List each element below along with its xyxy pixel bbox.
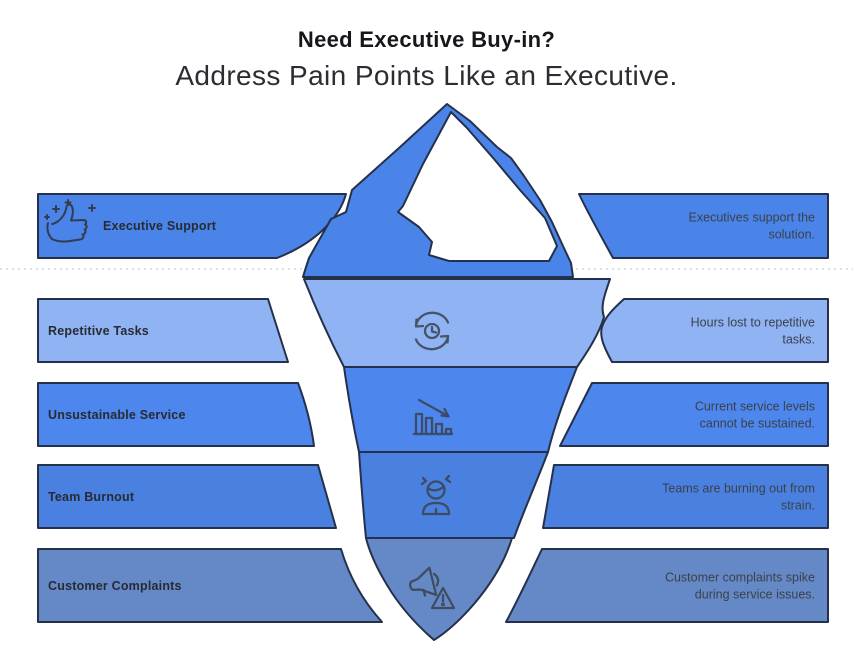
band-label: Repetitive Tasks	[48, 324, 149, 338]
band-label: Unsustainable Service	[48, 408, 186, 422]
stressed-person-icon	[420, 474, 452, 516]
thumbs-up-sparkles-icon	[44, 199, 96, 243]
band-right-customer-complaints	[505, 548, 829, 623]
band-label: Customer Complaints	[48, 579, 182, 593]
band-left-executive-support	[37, 193, 347, 259]
megaphone-alert-icon	[408, 566, 456, 610]
iceberg-band-team-burnout	[358, 451, 549, 539]
page-title: Need Executive Buy-in?	[297, 27, 556, 52]
band-right-executive-support	[578, 193, 829, 259]
declining-bar-chart-icon	[412, 398, 454, 436]
band-left-repetitive-tasks	[37, 298, 289, 363]
band-left-unsustainable-service	[37, 382, 315, 447]
band-right-repetitive-tasks	[600, 298, 829, 363]
band-description: Hours lost to repetitive tasks.	[690, 315, 815, 347]
band-description: Executives support the solution.	[688, 210, 815, 242]
band-label: Team Burnout	[48, 490, 135, 504]
page-subtitle: Address Pain Points Like an Executive.	[175, 60, 678, 91]
band-description: Teams are burning out from strain.	[662, 481, 815, 513]
iceberg-band-repetitive-tasks	[303, 278, 611, 368]
band-description: Customer complaints spike during service…	[664, 570, 815, 602]
band-left-team-burnout	[37, 464, 337, 529]
band-description: Current service levels cannot be sustain…	[694, 399, 815, 431]
band-right-unsustainable-service	[559, 382, 829, 447]
iceberg-band-unsustainable-service	[343, 366, 578, 453]
iceberg-peak-facet	[397, 111, 558, 262]
band-left-customer-complaints	[37, 548, 383, 623]
iceberg-bottom-customer-complaints	[365, 537, 513, 641]
band-label: Executive Support	[103, 219, 217, 233]
refresh-clock-icon	[414, 311, 450, 351]
band-right-team-burnout	[542, 464, 829, 529]
